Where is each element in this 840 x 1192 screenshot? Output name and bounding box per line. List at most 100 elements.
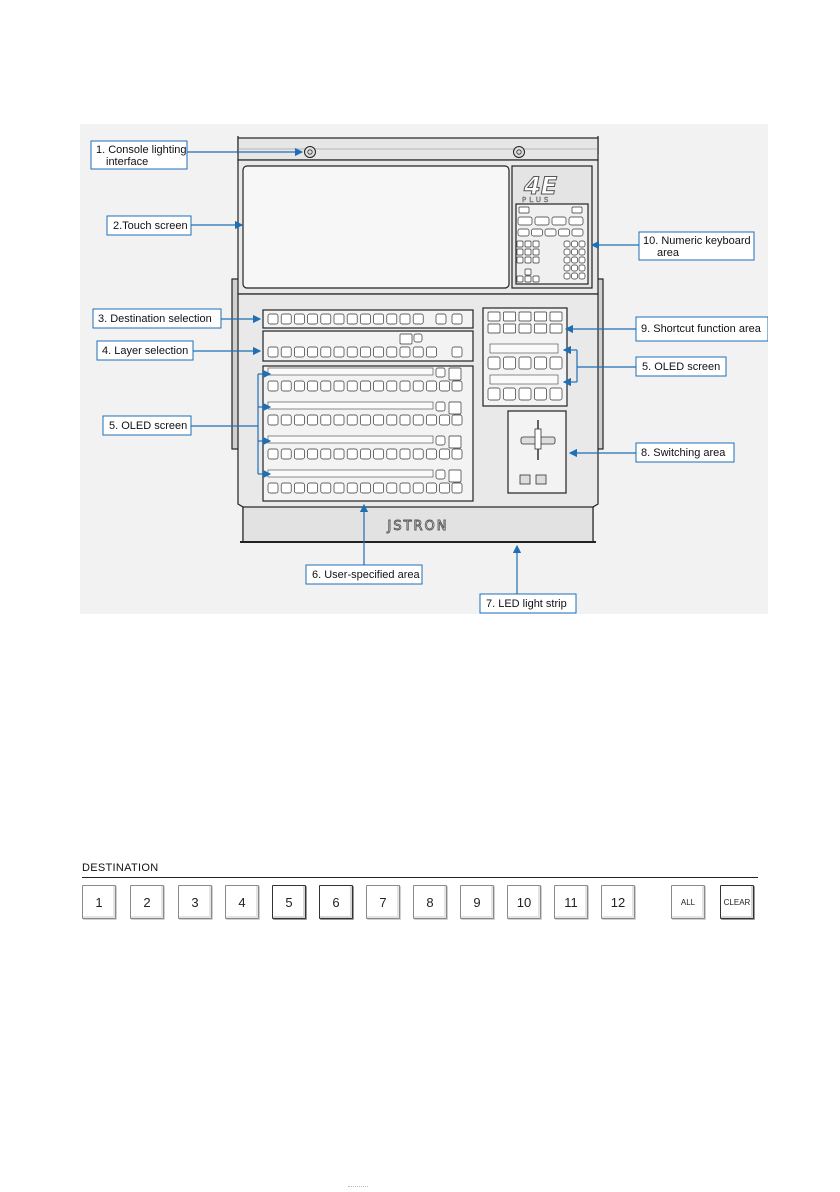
console-layer-key	[360, 347, 370, 357]
console-user-key	[400, 415, 410, 425]
page-footer-mark	[348, 1186, 368, 1191]
console-user-key	[294, 449, 304, 459]
console-user-key	[374, 381, 384, 391]
console-user-key	[281, 449, 291, 459]
svg-text:interface: interface	[106, 156, 148, 168]
console-right-key	[535, 357, 547, 369]
svg-text:4. Layer selection: 4. Layer selection	[102, 345, 188, 357]
destination-key-12[interactable]: 12	[601, 885, 635, 919]
console-user-key	[449, 470, 461, 482]
svg-text:1. Console lighting: 1. Console lighting	[96, 144, 187, 156]
console-dest-key	[321, 314, 331, 324]
destination-key-11[interactable]: 11	[554, 885, 588, 919]
console-num-key	[572, 265, 578, 271]
destination-key-1[interactable]: 1	[82, 885, 116, 919]
console-oled-strip	[268, 470, 433, 477]
console-right-key	[519, 388, 531, 400]
console-user-key	[436, 470, 445, 479]
destination-panel: DESTINATION 1 2 3 4 5 6 7 8 9 10 11 12 A…	[82, 862, 760, 932]
console-layer-key	[308, 347, 318, 357]
console-oled-strip	[268, 402, 433, 409]
destination-key-3[interactable]: 3	[178, 885, 212, 919]
destination-key-4[interactable]: 4	[225, 885, 259, 919]
destination-all-button[interactable]: ALL	[671, 885, 705, 919]
console-user-key	[308, 449, 318, 459]
console-user-key	[436, 402, 445, 411]
console-user-key	[387, 415, 397, 425]
console-user-key	[452, 415, 462, 425]
console-num-key	[535, 217, 549, 225]
console-user-key	[387, 449, 397, 459]
console-num-key	[552, 217, 566, 225]
console-layer-key	[414, 334, 422, 342]
console-user-key	[387, 483, 397, 493]
console-user-key	[413, 381, 423, 391]
console-user-key	[452, 381, 462, 391]
console-logo: 4E PLUS	[522, 172, 558, 204]
console-num-key	[533, 249, 539, 255]
console-num-key	[518, 217, 532, 225]
destination-title: DESTINATION	[82, 862, 158, 874]
console-num-key	[572, 249, 578, 255]
console-num-key	[545, 229, 556, 236]
console-user-key	[334, 381, 344, 391]
console-oled-strip	[268, 368, 433, 375]
destination-key-6[interactable]: 6	[319, 885, 353, 919]
console-user-key	[436, 368, 445, 377]
console-user-key	[360, 449, 370, 459]
console-dest-key	[294, 314, 304, 324]
console-dest-key	[452, 314, 462, 324]
console-user-key	[440, 381, 450, 391]
destination-clear-button[interactable]: CLEAR	[720, 885, 754, 919]
console-right-key	[488, 388, 500, 400]
console-user-key	[294, 483, 304, 493]
console-num-key	[517, 249, 523, 255]
console-num-key	[525, 249, 531, 255]
console-num-key	[564, 265, 570, 271]
console-user-key	[360, 381, 370, 391]
destination-key-2[interactable]: 2	[130, 885, 164, 919]
console-user-key	[452, 449, 462, 459]
console-shortcut-key	[519, 312, 531, 321]
destination-key-10[interactable]: 10	[507, 885, 541, 919]
console-num-key	[564, 273, 570, 279]
console-layer-key	[452, 347, 462, 357]
console-user-key	[426, 449, 436, 459]
console-user-key	[449, 436, 461, 448]
console-num-key	[517, 241, 523, 247]
console-user-key	[449, 368, 461, 380]
console-user-key	[440, 483, 450, 493]
console-num-key	[572, 257, 578, 263]
console-num-key	[579, 273, 585, 279]
console-diagram: 4E PLUS JSTRON 1. Console lighting inter…	[80, 124, 768, 614]
console-user-key	[347, 381, 357, 391]
console-shortcut-key	[504, 324, 516, 333]
console-layer-key	[347, 347, 357, 357]
console-user-key	[321, 483, 331, 493]
console-layer-key	[400, 347, 410, 357]
console-num-key	[525, 257, 531, 263]
console-num-key	[533, 276, 539, 282]
console-oled-strip	[268, 436, 433, 443]
destination-key-5[interactable]: 5	[272, 885, 306, 919]
destination-key-9[interactable]: 9	[460, 885, 494, 919]
console-right-key	[519, 357, 531, 369]
console-user-key	[268, 381, 278, 391]
console-right-key	[550, 388, 562, 400]
destination-key-7[interactable]: 7	[366, 885, 400, 919]
destination-key-8[interactable]: 8	[413, 885, 447, 919]
console-user-key	[281, 381, 291, 391]
console-dest-key	[436, 314, 446, 324]
svg-text:10. Numeric keyboard: 10. Numeric keyboard	[643, 235, 751, 247]
console-user-key	[308, 415, 318, 425]
console-shortcut-key	[535, 312, 547, 321]
console-user-key	[308, 381, 318, 391]
console-right-key	[488, 357, 500, 369]
console-user-key	[440, 449, 450, 459]
console-dest-key	[347, 314, 357, 324]
svg-text:PLUS: PLUS	[522, 196, 551, 204]
console-num-key	[559, 229, 570, 236]
svg-text:3. Destination selection: 3. Destination selection	[98, 313, 212, 325]
console-layer-key	[268, 347, 278, 357]
console-user-key	[452, 483, 462, 493]
